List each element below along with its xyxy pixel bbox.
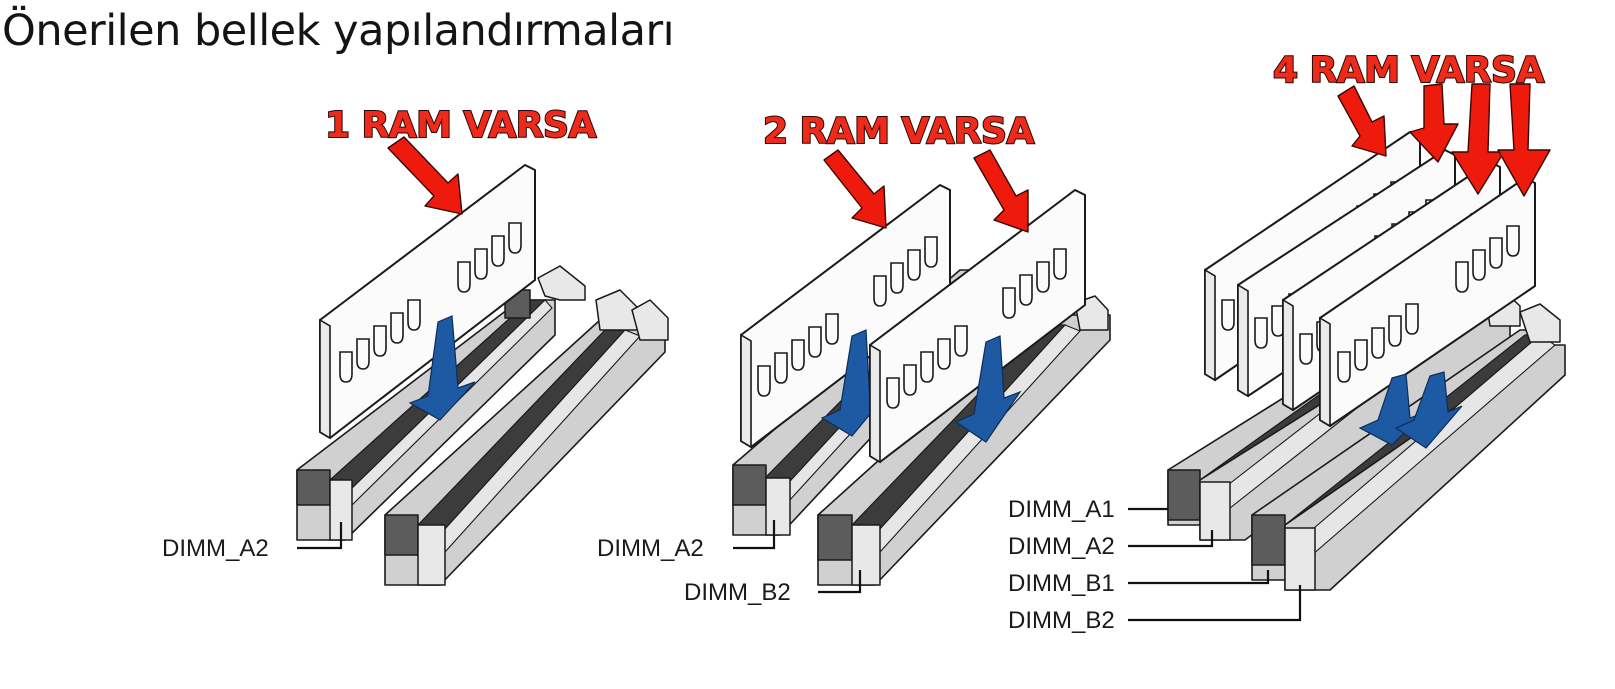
config-2: 2 RAM VARSA DIMM_A2 DIMM_B2: [597, 110, 1111, 606]
slot-label-dimm-b2: DIMM_B2: [1008, 607, 1115, 634]
install-direction-arrow-2: [954, 335, 1022, 443]
config-1: 1 RAM VARSA DIMM_A2: [162, 104, 669, 586]
slot-label-dimm-a2: DIMM_A2: [162, 535, 269, 562]
config-3: 4 RAM VARSA DIMM_A1 DIMM_A2 DIMM_B1 DIMM…: [1008, 49, 1566, 634]
callout-arrow-2: [973, 149, 1029, 233]
callout-arrow-3: [1451, 83, 1505, 195]
slot-label-dimm-a1: DIMM_A1: [1008, 496, 1115, 523]
callout-label-1: 1 RAM VARSA: [325, 105, 596, 146]
page-title: Önerilen bellek yapılandırmaları: [2, 6, 675, 56]
callout-arrow-2: [1409, 83, 1459, 163]
install-direction-arrow: [408, 315, 476, 421]
slot-label-dimm-b2: DIMM_B2: [684, 579, 791, 606]
ram-module-2: [869, 189, 1086, 464]
callout-arrow-4: [1497, 83, 1551, 197]
slot-label-dimm-a2: DIMM_A2: [1008, 533, 1115, 560]
slot-label-dimm-b1: DIMM_B1: [1008, 570, 1115, 597]
ram-module: [319, 164, 536, 440]
callout-label-2: 2 RAM VARSA: [763, 111, 1034, 152]
slot-label-dimm-a2: DIMM_A2: [597, 535, 704, 562]
callout-arrow: [387, 136, 463, 215]
callout-arrow-1: [1337, 85, 1387, 157]
callout-label-4: 4 RAM VARSA: [1273, 50, 1544, 91]
dimm-slot-b2: [817, 295, 1111, 586]
dimm-slot-b2: [384, 289, 669, 586]
callout-arrow-1: [823, 149, 887, 229]
install-direction-arrow-2: [1394, 371, 1463, 449]
